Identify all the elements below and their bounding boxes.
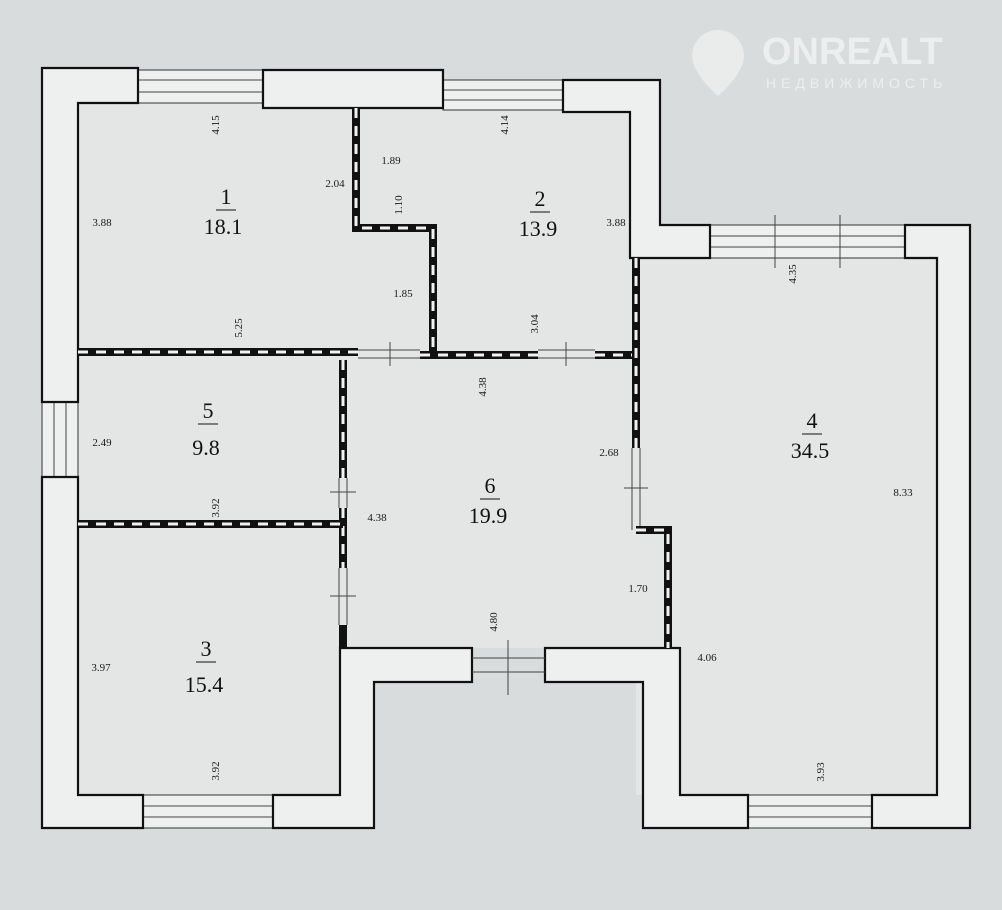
watermark-brand: ONREALT	[762, 31, 943, 73]
room-area: 18.1	[204, 214, 243, 239]
room-6-label: 6 19.9	[469, 473, 508, 528]
room-area: 34.5	[791, 438, 830, 463]
room-number: 5	[203, 398, 214, 423]
room-number: 6	[485, 473, 496, 498]
dimension-label: 3.88	[606, 217, 626, 229]
dimension-label: 3.88	[92, 217, 112, 229]
dimension-label: 3.93	[815, 762, 827, 782]
dimension-label: 2.04	[325, 178, 345, 190]
dimension-label: 1.89	[381, 155, 401, 167]
interior-doors	[330, 342, 648, 625]
room-area: 15.4	[185, 672, 224, 697]
room-area: 13.9	[519, 216, 558, 241]
dimension-label: 3.92	[210, 761, 222, 780]
room-number: 2	[535, 186, 546, 211]
entrance-door	[472, 640, 545, 695]
dimension-label: 5.25	[233, 318, 245, 338]
dimension-label: 1.70	[628, 583, 648, 595]
dimension-label: 3.04	[529, 314, 541, 334]
room-area: 19.9	[469, 503, 508, 528]
dimension-label: 8.33	[893, 487, 913, 499]
room-number: 3	[201, 636, 212, 661]
room-4-label: 4 34.5	[791, 408, 830, 463]
dimension-label: 4.14	[499, 115, 511, 135]
room-2-label: 2 13.9	[519, 186, 558, 241]
interior-walls	[78, 108, 672, 648]
dimension-label: 2.68	[599, 447, 619, 459]
dimension-labels: 4.15 3.88 2.04 1.89 1.10 4.14 3.88 1.85 …	[91, 115, 913, 782]
dimension-label: 4.38	[477, 377, 489, 397]
outer-walls	[40, 66, 972, 830]
watermark-logo: ONREALT НЕДВИЖИМОСТЬ	[692, 30, 947, 96]
dimension-label: 1.10	[393, 195, 405, 215]
dimension-label: 3.92	[210, 498, 222, 517]
room-area: 9.8	[192, 435, 220, 460]
dimension-label: 3.97	[91, 662, 111, 674]
room-1-label: 1 18.1	[204, 184, 243, 239]
dimension-label: 2.49	[92, 437, 112, 449]
dimension-label: 4.35	[787, 264, 799, 284]
watermark-subtitle: НЕДВИЖИМОСТЬ	[766, 75, 947, 91]
room-3-label: 3 15.4	[185, 636, 224, 697]
dimension-label: 4.06	[697, 652, 717, 664]
dimension-label: 4.38	[367, 512, 387, 524]
room-5-label: 5 9.8	[192, 398, 220, 460]
dimension-label: 4.80	[488, 612, 500, 632]
room-number: 4	[807, 408, 818, 433]
room-number: 1	[221, 184, 232, 209]
dimension-label: 4.15	[210, 115, 222, 135]
dimension-label: 1.85	[393, 288, 413, 300]
